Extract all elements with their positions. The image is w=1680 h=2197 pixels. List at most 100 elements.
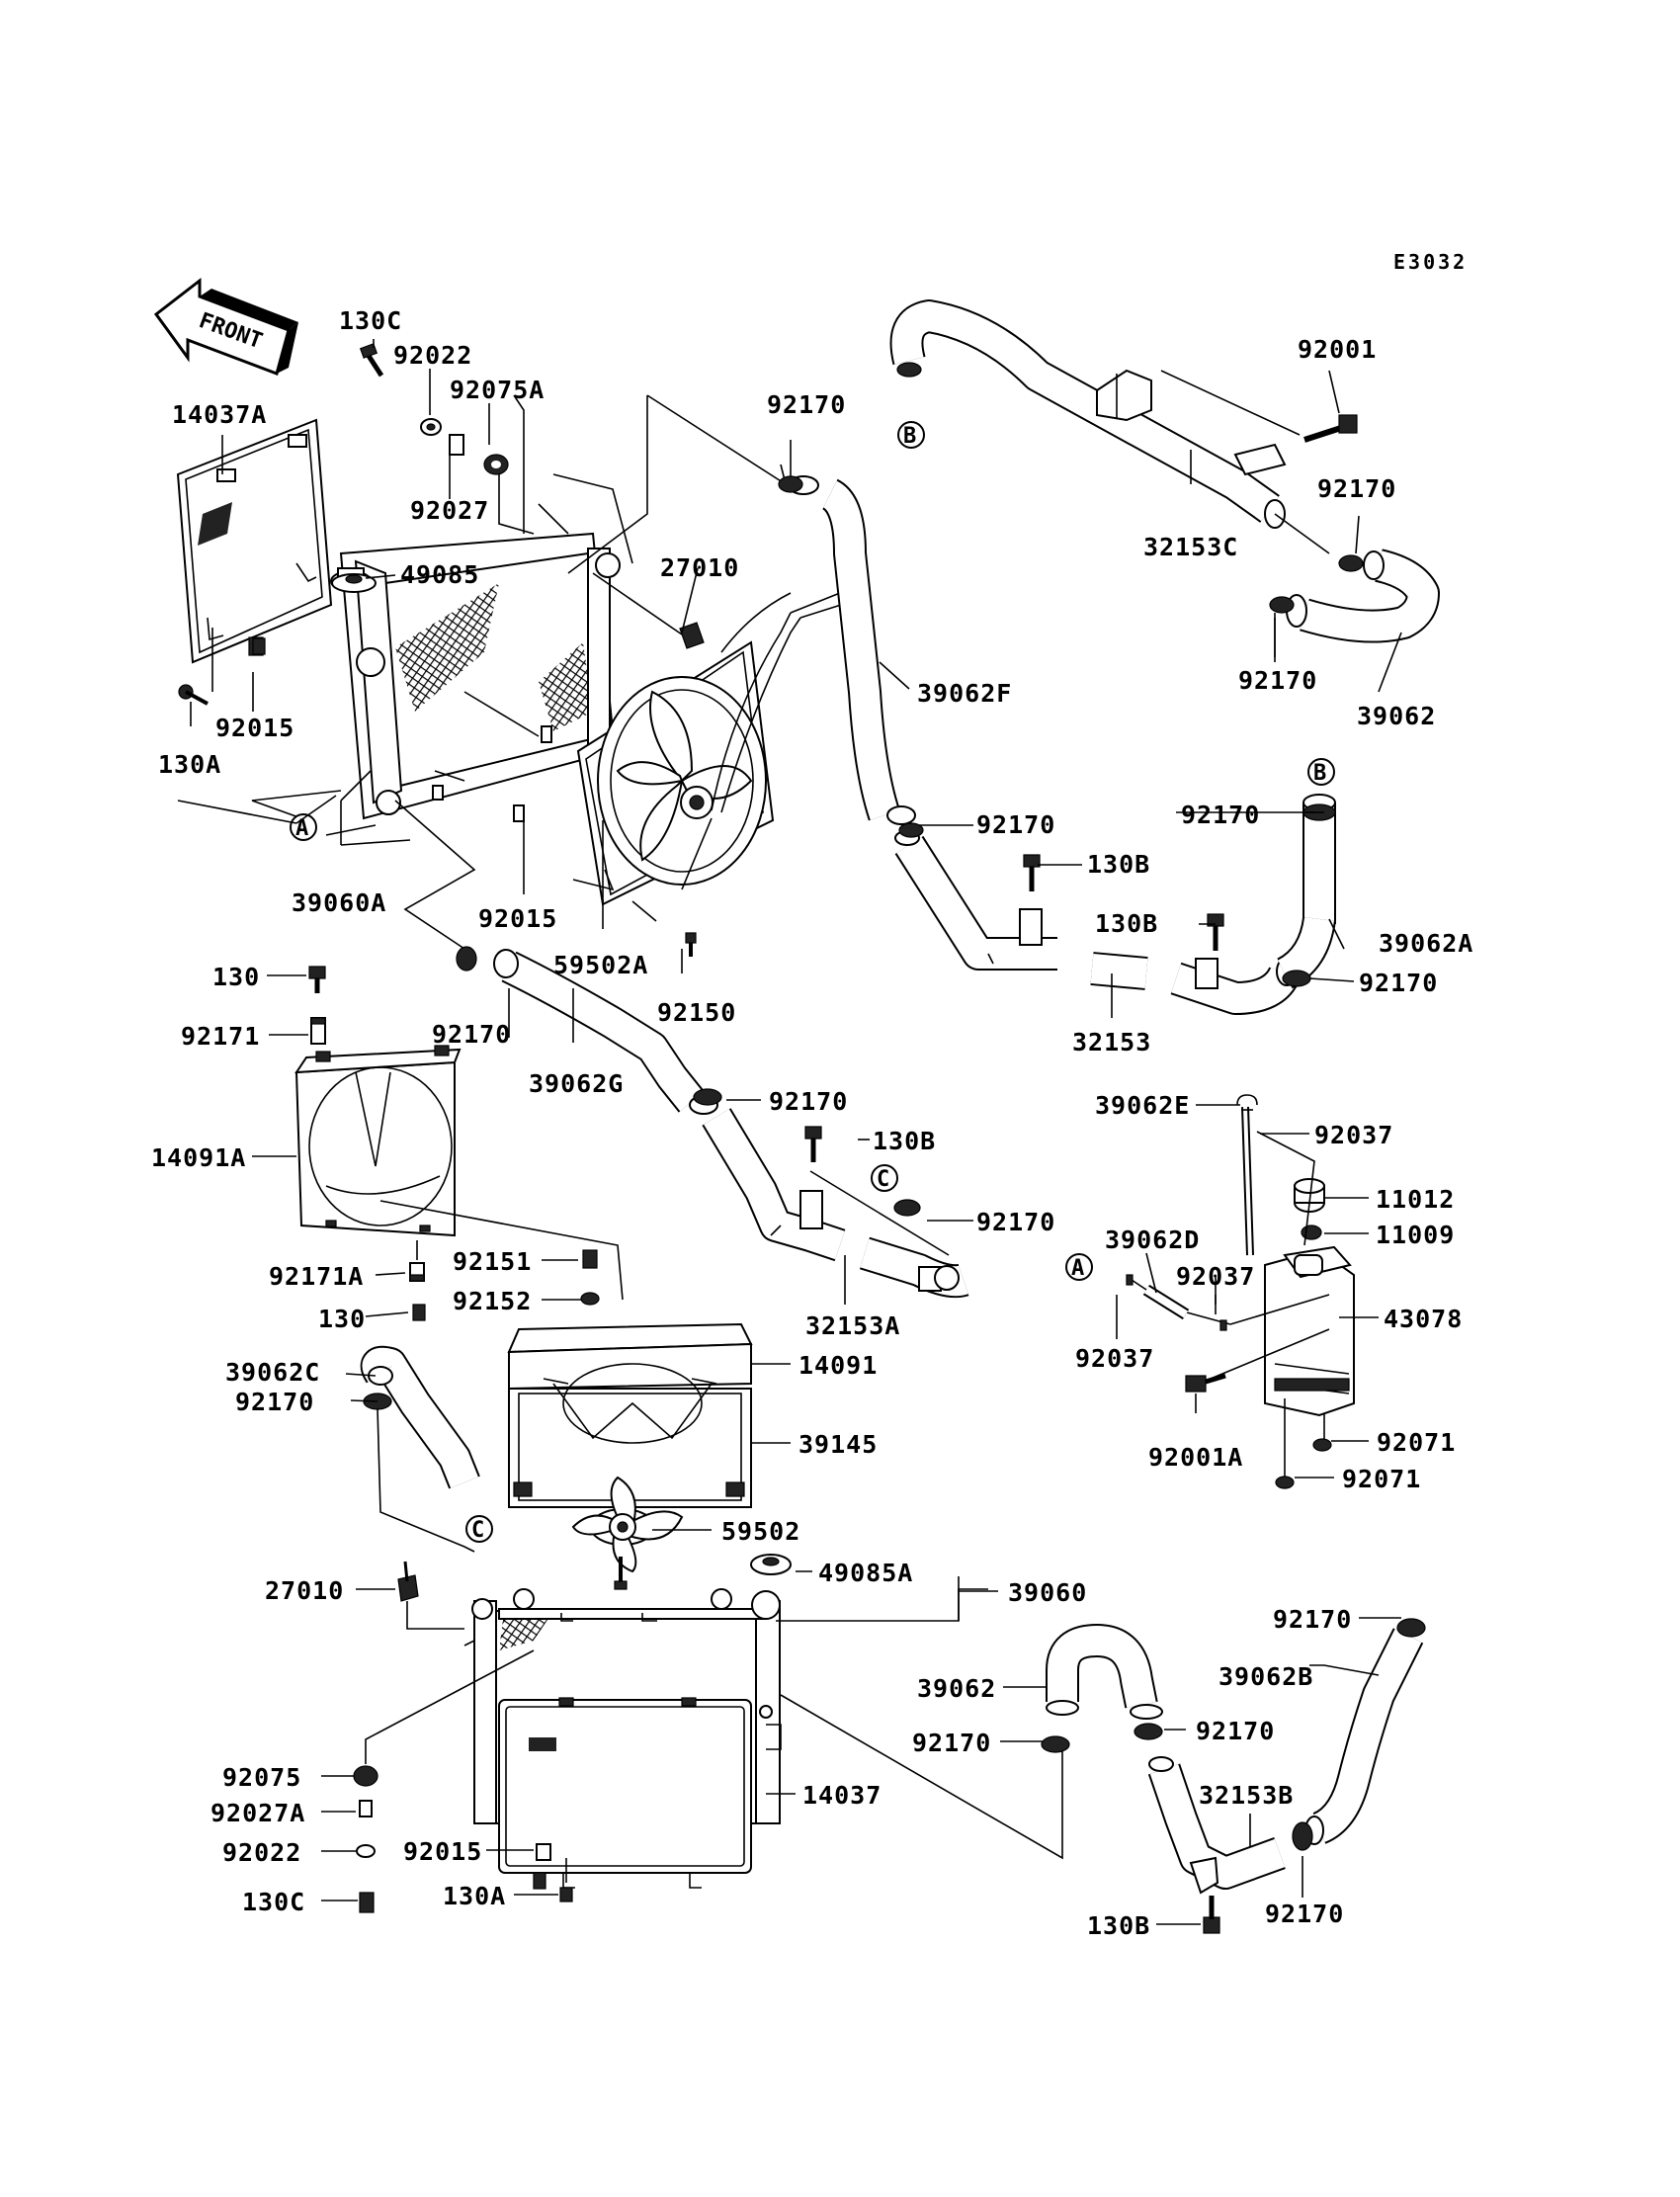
label-39060: 39060	[1008, 1578, 1087, 1607]
washer-92071-a	[1312, 1438, 1332, 1452]
label-92152: 92152	[453, 1287, 532, 1315]
hose-39062E	[1236, 1094, 1258, 1256]
bolt-130C-lower	[359, 1892, 375, 1913]
label-130b-b: 130B	[1095, 909, 1158, 938]
label-92170-top: 92170	[767, 390, 846, 419]
label-92170-lower-right: 92170	[1265, 1900, 1344, 1928]
label-92170-b-right: 92170	[1181, 801, 1260, 829]
bolt-130B-b	[1207, 913, 1224, 951]
label-92170-center: 92170	[976, 810, 1055, 839]
label-39062d: 39062D	[1105, 1225, 1200, 1254]
hose-39062B	[1304, 1628, 1424, 1845]
label-92037-mid: 92037	[1176, 1262, 1255, 1291]
label-14091: 14091	[798, 1351, 878, 1380]
label-92015-lower: 92015	[403, 1837, 482, 1866]
label-11012: 11012	[1376, 1185, 1455, 1214]
label-14037a: 14037A	[172, 400, 267, 429]
svg-text:B: B	[1313, 761, 1326, 786]
gasket-11009	[1301, 1225, 1322, 1240]
label-59502a: 59502A	[553, 951, 648, 979]
label-130c-lower: 130C	[242, 1888, 305, 1916]
diagram-code: E3032	[1393, 250, 1468, 274]
label-39062g: 39062G	[529, 1069, 624, 1098]
radiator-upper	[330, 532, 621, 820]
front-arrow-icon: FRONT	[153, 277, 298, 376]
label-39062a: 39062A	[1379, 929, 1473, 958]
label-92170-left-lower: 92170	[235, 1388, 314, 1416]
label-39060a: 39060A	[292, 888, 386, 917]
pipe-32153C	[889, 299, 1330, 554]
bolt-130B-a	[1023, 854, 1041, 891]
fan-shroud-14091	[507, 1322, 753, 1508]
label-92027a: 92027A	[210, 1799, 305, 1827]
label-92015-mid: 92015	[478, 904, 557, 933]
label-92170-lower-left: 92170	[912, 1729, 991, 1757]
label-92022-top: 92022	[393, 341, 472, 370]
label-92151: 92151	[453, 1247, 532, 1276]
svg-text:C: C	[471, 1518, 484, 1543]
radiator-cap-49085A	[750, 1554, 792, 1575]
label-92150: 92150	[657, 998, 736, 1027]
hose-39062F	[788, 475, 916, 825]
thermo-switch-upper	[592, 572, 705, 649]
svg-text:C: C	[877, 1167, 889, 1192]
label-49085a: 49085A	[818, 1559, 913, 1587]
hose-39062-upper	[1286, 549, 1440, 643]
label-11009: 11009	[1376, 1221, 1455, 1249]
hose-39062-lower	[1046, 1624, 1163, 1720]
pipe-32153	[894, 830, 1301, 1015]
bolt-130-upper	[308, 966, 326, 993]
grommet-92075	[353, 1765, 378, 1787]
fan-59502	[571, 1476, 684, 1590]
label-32153a: 32153A	[805, 1311, 900, 1340]
fan-assembly-upper	[576, 582, 871, 906]
label-59502: 59502	[721, 1517, 800, 1546]
shroud-14091A	[294, 1045, 624, 1301]
label-92001a: 92001A	[1148, 1443, 1243, 1472]
washer-92071-b	[1275, 1476, 1295, 1489]
label-92170-lower-top: 92170	[1273, 1605, 1352, 1634]
label-130a-lower: 130A	[443, 1882, 506, 1910]
label-27010-lower: 27010	[265, 1576, 344, 1605]
label-92170-far-right: 92170	[1359, 969, 1438, 997]
leader-lines	[190, 339, 1402, 1925]
marker-b-upper: B	[897, 421, 925, 449]
label-14037: 14037	[802, 1781, 882, 1810]
label-92075a: 92075A	[450, 376, 545, 404]
label-32153b: 32153B	[1199, 1781, 1294, 1810]
label-92170-mid: 92170	[769, 1087, 848, 1116]
label-27010-top: 27010	[660, 553, 739, 582]
label-130c-top: 130C	[339, 306, 402, 335]
label-92170-lower-mid: 92170	[1196, 1717, 1275, 1745]
marker-a-upper: A	[290, 813, 317, 841]
label-92170-right: 92170	[1238, 666, 1317, 695]
bolt-92151	[582, 1249, 598, 1269]
label-39062c: 39062C	[225, 1358, 320, 1387]
hose-39062G	[493, 949, 706, 1113]
label-92071-b: 92071	[1342, 1465, 1421, 1493]
bolt-92001	[1303, 414, 1358, 443]
pipe-32153A	[689, 1095, 969, 1299]
marker-c-lower: C	[465, 1515, 493, 1543]
bolt-92001A	[1185, 1373, 1226, 1393]
hose-39062A	[1276, 794, 1336, 989]
label-92022-lower: 92022	[222, 1838, 301, 1867]
label-39062e: 39062E	[1095, 1091, 1190, 1120]
label-92171: 92171	[181, 1022, 260, 1051]
radiator-screen-lower	[498, 1697, 752, 1890]
label-32153: 32153	[1072, 1028, 1151, 1056]
label-92037-top: 92037	[1314, 1121, 1393, 1149]
label-130b-a: 130B	[1087, 850, 1150, 879]
label-92170-upper-right: 92170	[1317, 474, 1396, 503]
label-39062-lower: 39062	[917, 1674, 996, 1703]
label-92027: 92027	[410, 496, 489, 525]
svg-text:B: B	[903, 424, 916, 449]
marker-a-right: A	[1065, 1253, 1093, 1281]
marker-b-right: B	[1307, 758, 1335, 786]
label-92015-upper: 92015	[215, 714, 294, 742]
reservoir-tank	[1264, 1245, 1355, 1482]
label-39062b: 39062B	[1218, 1662, 1313, 1691]
label-92037-low: 92037	[1075, 1344, 1154, 1373]
label-14091a: 14091A	[151, 1143, 246, 1172]
